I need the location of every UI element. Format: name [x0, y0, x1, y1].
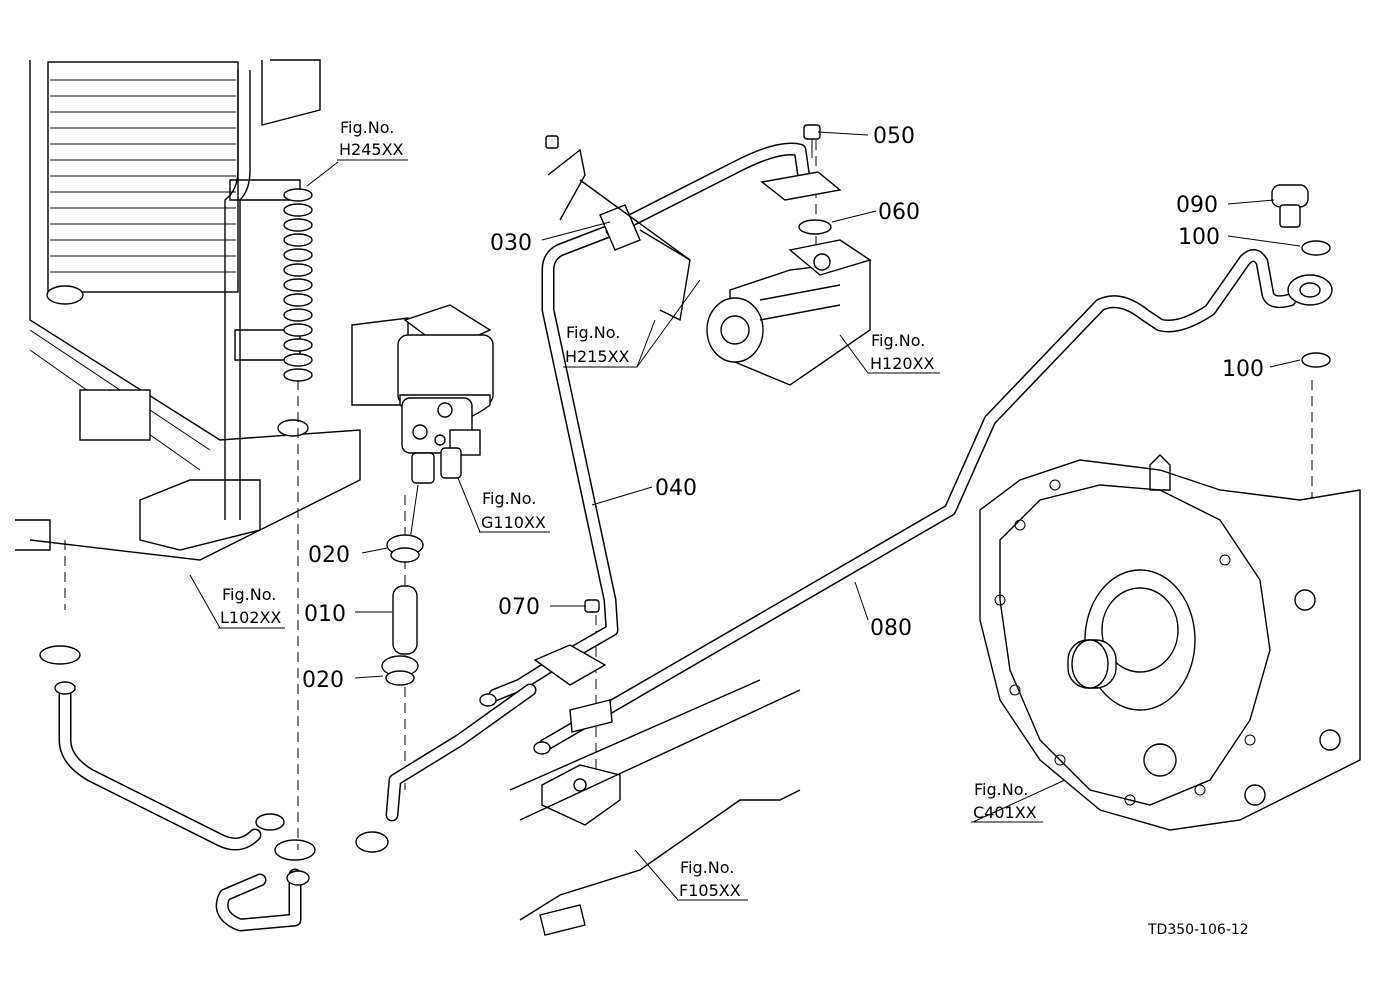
figure-ref-f105[interactable]: Fig.No. F105XX: [679, 858, 741, 900]
figure-ref-code: H215XX: [565, 347, 630, 366]
drawing-code: TD350-106-12: [1147, 922, 1249, 938]
figure-ref-l102[interactable]: Fig.No. L102XX: [220, 585, 281, 627]
figure-ref-prefix: Fig.No.: [566, 323, 620, 342]
frame-lower: [509, 679, 801, 936]
part-label-070: 070: [498, 595, 540, 620]
part-label-100-lower: 100: [1222, 357, 1264, 382]
bracket-030: [545, 135, 691, 322]
part-label-020-lower: 020: [302, 668, 344, 693]
bracket-070: [533, 599, 621, 826]
hydraulic-pump: [706, 239, 872, 386]
part-label-030: 030: [490, 231, 532, 256]
figure-ref-code: F105XX: [679, 881, 741, 900]
figure-ref-code: H245XX: [339, 140, 404, 159]
transmission-housing: [979, 454, 1361, 831]
pipe-flange: [760, 124, 842, 235]
oil-cooler-assembly: [15, 59, 361, 561]
figure-ref-prefix: Fig.No.: [974, 780, 1028, 799]
figure-ref-prefix: Fig.No.: [680, 858, 734, 877]
figure-ref-prefix: Fig.No.: [871, 331, 925, 350]
steering-valve: [351, 304, 494, 484]
lower-left-hoses: [39, 645, 389, 932]
part-label-100-upper: 100: [1178, 225, 1220, 250]
pipe-080: [533, 249, 1333, 755]
figure-ref-underlines: [218, 159, 1043, 901]
figure-ref-code: H120XX: [870, 354, 935, 373]
part-label-010: 010: [304, 602, 346, 627]
cooler-coil: [283, 188, 313, 382]
figure-ref-h120[interactable]: Fig.No. H120XX: [870, 331, 935, 373]
part-label-080: 080: [870, 616, 912, 641]
part-label-090: 090: [1176, 193, 1218, 218]
figure-ref-code: G110XX: [481, 513, 546, 532]
figure-ref-code: C401XX: [973, 803, 1037, 822]
part-label-020-upper: 020: [308, 543, 350, 568]
figure-ref-h215[interactable]: Fig.No. H215XX: [565, 323, 630, 366]
leader-lines: [189, 131, 1301, 901]
part-label-060: 060: [878, 200, 920, 225]
part-label-040: 040: [655, 476, 697, 501]
pipe-040: [385, 142, 812, 822]
figure-ref-h245[interactable]: Fig.No. H245XX: [339, 118, 404, 159]
hose-010-and-clamps: [381, 484, 424, 686]
part-label-050: 050: [873, 124, 915, 149]
figure-ref-prefix: Fig.No.: [340, 118, 394, 137]
figure-ref-g110[interactable]: Fig.No. G110XX: [481, 489, 546, 532]
figure-ref-c401[interactable]: Fig.No. C401XX: [973, 780, 1037, 822]
figure-ref-code: L102XX: [220, 608, 281, 627]
figure-ref-prefix: Fig.No.: [222, 585, 276, 604]
banjo-bolt-and-washers: [1271, 184, 1331, 368]
figure-ref-prefix: Fig.No.: [482, 489, 536, 508]
